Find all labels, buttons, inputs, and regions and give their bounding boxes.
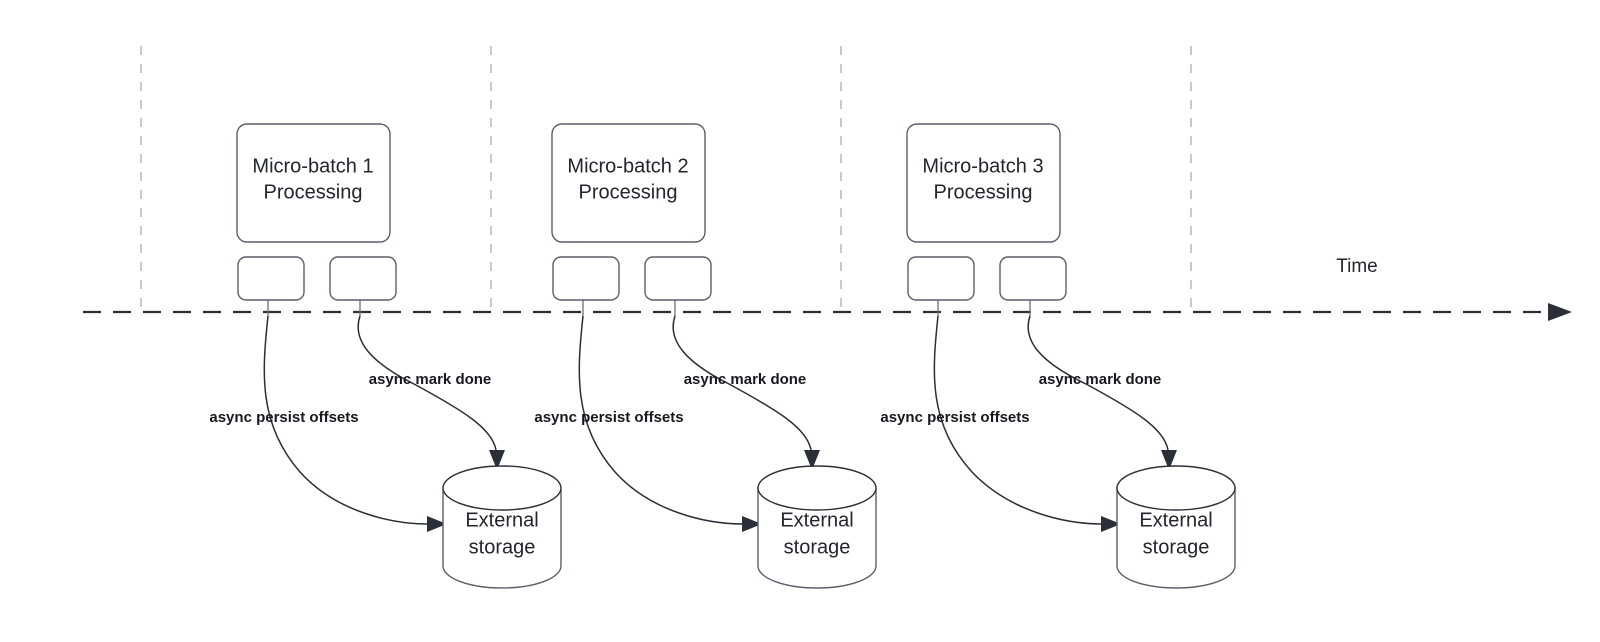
micro-batch-box-2[interactable] <box>551 123 706 243</box>
timeline-label: Time <box>1336 256 1378 277</box>
async-persist-offsets-label-1: async persist offsets <box>209 409 358 426</box>
external-storage-3-line1: External <box>1139 509 1212 531</box>
external-storage-1[interactable]: External storage <box>442 465 562 589</box>
micro-batch-box-2-line1: Micro-batch 2 <box>567 155 688 177</box>
async-mark-done-label-3: async mark done <box>1039 371 1162 388</box>
external-storage-2[interactable]: External storage <box>757 465 877 589</box>
task-box-2b[interactable] <box>644 256 712 301</box>
async-persist-offsets-edge-3 <box>933 315 1103 525</box>
micro-batch-box-3-line2: Processing <box>934 181 1033 203</box>
task-box-1b[interactable] <box>329 256 397 301</box>
group-1: Micro-batch 1 Processing async persist o… <box>209 123 562 589</box>
micro-batch-box-3-line1: Micro-batch 3 <box>922 155 1043 177</box>
micro-batch-box-1[interactable] <box>236 123 391 243</box>
async-persist-offsets-edge-2 <box>578 315 744 525</box>
task-box-2a[interactable] <box>552 256 620 301</box>
external-storage-2-line2: storage <box>784 536 851 558</box>
async-persist-offsets-arrow-2 <box>742 516 762 532</box>
timeline-axis: Time <box>83 256 1572 321</box>
task-box-1a[interactable] <box>237 256 305 301</box>
guide-lines-group <box>140 46 1192 312</box>
external-storage-1-line1: External <box>465 509 538 531</box>
micro-batch-box-1-line2: Processing <box>264 181 363 203</box>
timeline-arrow-icon <box>1548 303 1572 321</box>
async-mark-done-edge-3 <box>1027 315 1169 451</box>
external-storage-3-line2: storage <box>1143 536 1210 558</box>
external-storage-3[interactable]: External storage <box>1116 465 1236 589</box>
micro-batch-box-3[interactable] <box>906 123 1061 243</box>
async-persist-offsets-edge-1 <box>263 315 429 525</box>
task-box-3a[interactable] <box>907 256 975 301</box>
external-storage-2-line1: External <box>780 509 853 531</box>
async-mark-done-arrow-1 <box>489 450 505 470</box>
async-mark-done-label-2: async mark done <box>684 371 807 388</box>
external-storage-1-line2: storage <box>469 536 536 558</box>
group-3: Micro-batch 3 Processing async persist o… <box>880 123 1236 589</box>
micro-batch-box-1-line1: Micro-batch 1 <box>252 155 373 177</box>
async-persist-offsets-label-3: async persist offsets <box>880 409 1029 426</box>
micro-batch-box-2-line2: Processing <box>579 181 678 203</box>
group-2: Micro-batch 2 Processing async persist o… <box>534 123 877 589</box>
async-mark-done-label-1: async mark done <box>369 371 492 388</box>
async-persist-offsets-label-2: async persist offsets <box>534 409 683 426</box>
async-mark-done-edge-2 <box>672 315 812 451</box>
async-mark-done-arrow-2 <box>804 450 820 470</box>
async-mark-done-arrow-3 <box>1161 450 1177 470</box>
async-mark-done-edge-1 <box>357 315 497 451</box>
async-persist-offsets-arrow-1 <box>427 516 447 532</box>
task-box-3b[interactable] <box>999 256 1067 301</box>
async-persist-offsets-arrow-3 <box>1101 516 1121 532</box>
